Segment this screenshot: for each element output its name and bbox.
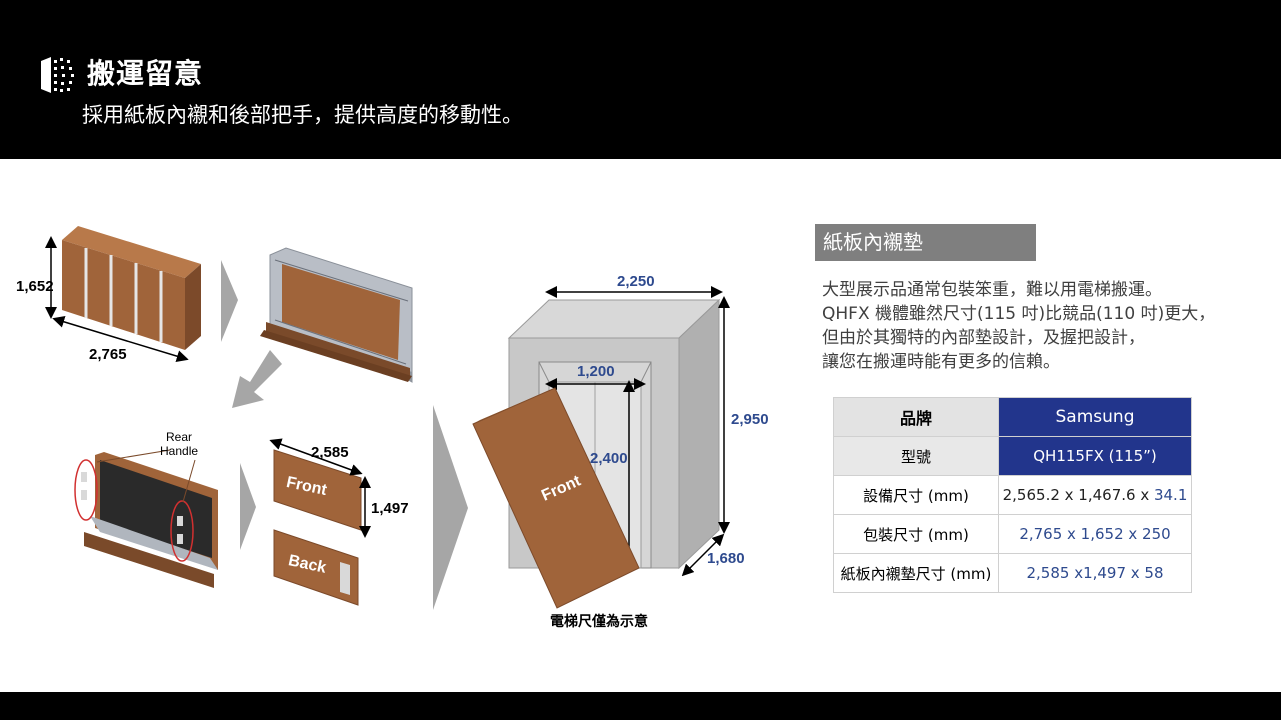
cushion-front	[269, 438, 371, 538]
cushion-back	[273, 529, 359, 606]
cushion-size-value: 2,585 x1,497 x 58	[998, 553, 1192, 593]
cushion-width-label: 2,585	[311, 444, 349, 461]
display-frame	[260, 247, 413, 383]
step-arrow-1	[221, 260, 238, 342]
brand-label: 品牌	[833, 397, 999, 437]
step-arrow-3	[240, 463, 256, 550]
packaged-box	[45, 226, 201, 362]
elevator-depth-label: 1,680	[707, 550, 745, 567]
table-row: 包裝尺寸 (mm) 2,765 x 1,652 x 250	[833, 514, 1192, 554]
page-subtitle: 採用紙板內襯和後部把手，提供高度的移動性。	[82, 103, 523, 127]
header-bar: 搬運留意 採用紙板內襯和後部把手，提供高度的移動性。	[0, 0, 1281, 159]
spec-table: 品牌 Samsung 型號 QH115FX (115”) 設備尺寸 (mm) 2…	[833, 397, 1192, 593]
section-title: 紙板內襯墊	[815, 224, 1036, 261]
device-size-value: 2,565.2 x 1,467.6 x 34.1	[998, 475, 1192, 515]
door-width-label: 1,200	[577, 363, 615, 380]
model-value: QH115FX (115”)	[998, 436, 1192, 476]
display-with-handles	[74, 449, 218, 588]
display-wall-icon	[41, 57, 74, 93]
elevator-illustration	[472, 286, 730, 609]
step-arrow-4	[433, 405, 468, 610]
device-size-label: 設備尺寸 (mm)	[833, 475, 999, 515]
model-label: 型號	[833, 436, 999, 476]
cushion-height-label: 1,497	[371, 500, 409, 517]
cushion-size-label: 紙板內襯墊尺寸 (mm)	[833, 553, 999, 593]
table-row: 設備尺寸 (mm) 2,565.2 x 1,467.6 x 34.1	[833, 475, 1192, 515]
step-arrow-2	[232, 350, 282, 408]
brand-value: Samsung	[998, 397, 1192, 437]
table-row: 品牌 Samsung	[833, 397, 1192, 437]
elevator-caption: 電梯尺僅為示意	[550, 614, 648, 630]
page-title: 搬運留意	[87, 57, 204, 90]
section-description: 大型展示品通常包裝笨重，難以用電梯搬運。 QHFX 機體雖然尺寸(115 吋)比…	[822, 280, 1216, 372]
elevator-height-label: 2,950	[731, 411, 769, 428]
table-row: 型號 QH115FX (115”)	[833, 436, 1192, 476]
package-size-label: 包裝尺寸 (mm)	[833, 514, 999, 554]
diagram-graphics	[45, 226, 730, 610]
package-size-value: 2,765 x 1,652 x 250	[998, 514, 1192, 554]
box-width-label: 2,765	[89, 346, 127, 363]
door-height-label: 2,400	[590, 450, 628, 467]
box-height-label: 1,652	[16, 278, 54, 295]
table-row: 紙板內襯墊尺寸 (mm) 2,585 x1,497 x 58	[833, 553, 1192, 593]
elevator-width-label: 2,250	[617, 273, 655, 290]
footer-bar	[0, 692, 1281, 720]
